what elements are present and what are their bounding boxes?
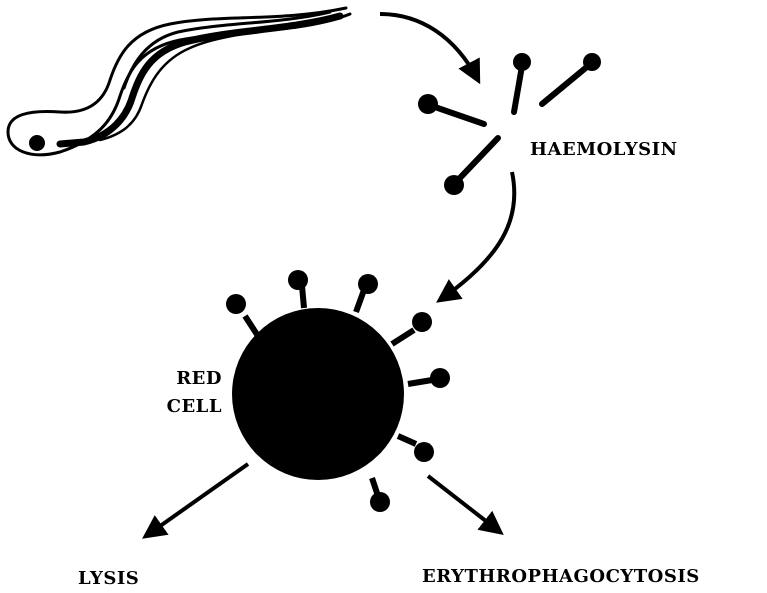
parasite-organism xyxy=(8,8,350,155)
haemolysin-molecule xyxy=(542,53,601,104)
arrow-erythrophagocytosis xyxy=(428,476,500,532)
label-lysis: LYSIS xyxy=(78,568,139,589)
haemolysin-molecule xyxy=(418,94,484,124)
red-cell xyxy=(226,270,450,512)
label-cell: CELL xyxy=(162,394,222,420)
label-red: RED xyxy=(162,366,222,392)
arrow-secretion xyxy=(380,14,478,80)
haemolysin-molecule xyxy=(513,53,531,112)
arrow-lysis xyxy=(146,464,248,536)
label-haemolysin: HAEMOLYSIN xyxy=(530,139,678,160)
haemolysin-molecules xyxy=(418,53,601,195)
haemolysin-molecule xyxy=(444,138,498,195)
parasite-head-dot xyxy=(29,135,45,151)
label-erythrophagocytosis: ERYTHROPHAGOCYTOSIS xyxy=(422,566,700,587)
parasite-outline xyxy=(8,8,350,155)
parasite-inner-stripe-1 xyxy=(60,16,340,144)
